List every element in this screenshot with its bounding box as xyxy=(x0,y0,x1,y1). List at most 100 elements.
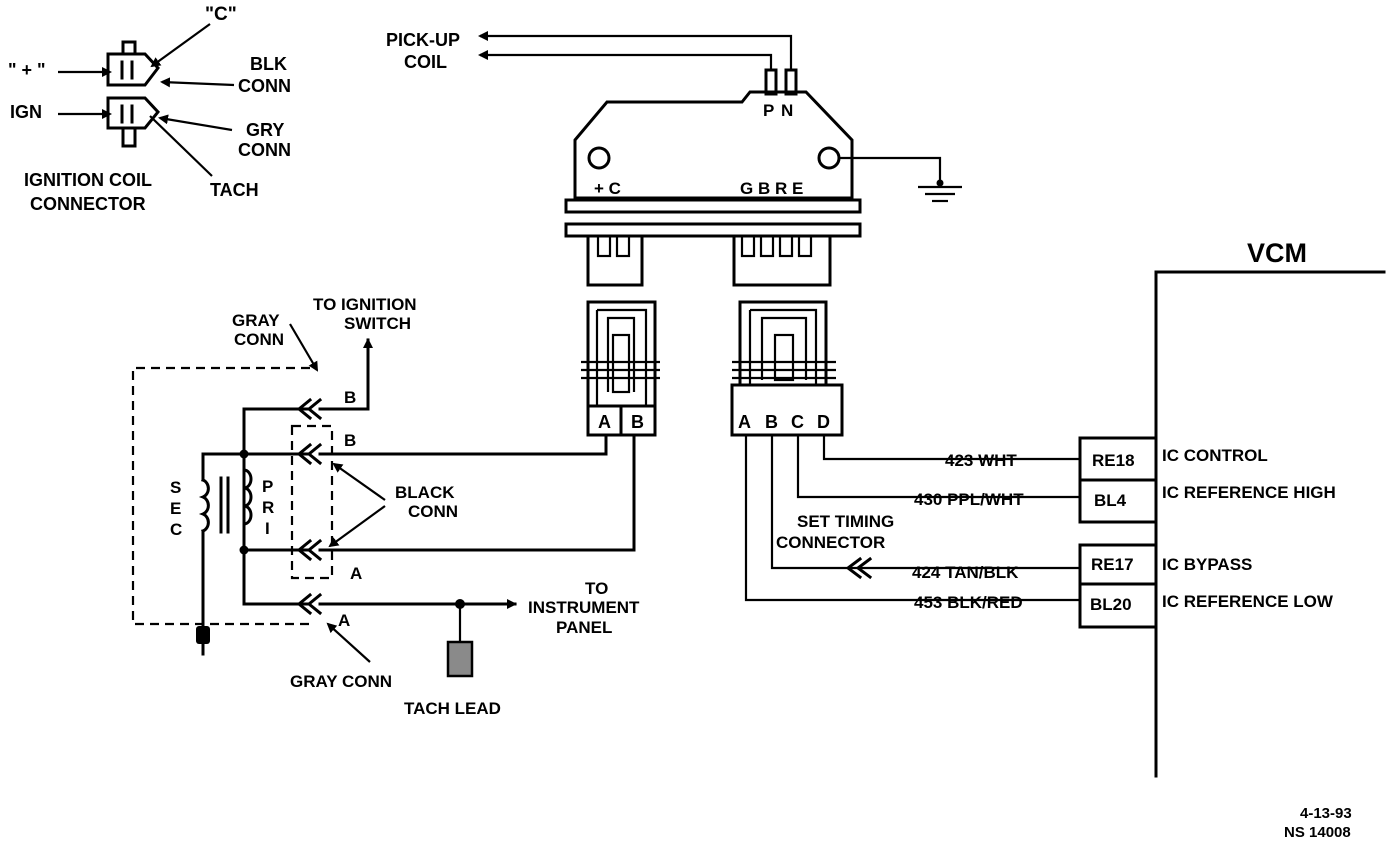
gry-conn-arrow xyxy=(158,114,233,132)
black-conn-arrow-b xyxy=(332,462,386,501)
wire-424 xyxy=(770,435,1080,570)
pri-label-p: P xyxy=(262,477,273,496)
black-conn-chevron-a xyxy=(296,538,323,562)
right-socket xyxy=(732,234,832,287)
to-instrument-panel-label-1: TO xyxy=(585,579,608,598)
vcm-title: VCM xyxy=(1247,238,1307,268)
gray-conn-top-label-2: CONN xyxy=(234,330,284,349)
gray-conn-chevron-b xyxy=(296,397,323,421)
pickup-coil-label-2: COIL xyxy=(404,52,447,72)
coil-connector-body xyxy=(106,40,160,148)
c-terminal-label: "C" xyxy=(205,4,237,25)
pin-c4-label: C xyxy=(791,412,804,432)
black-conn-outline xyxy=(290,424,334,580)
blk-conn-arrow xyxy=(160,77,235,88)
blk-conn-label-1: BLK xyxy=(250,54,287,74)
footer-code: NS 14008 xyxy=(1284,824,1351,841)
wire-424-label: 424 TAN/BLK xyxy=(912,563,1019,582)
sec-label-e: E xyxy=(170,499,181,518)
to-ignition-switch-label-1: TO IGNITION xyxy=(313,295,417,314)
ignition-module: + C G B R E P N PICK-UP COIL xyxy=(386,30,962,287)
ground-wire xyxy=(839,156,942,183)
pri-label-r: R xyxy=(262,498,274,517)
ic-bypass-label: IC BYPASS xyxy=(1162,555,1252,574)
pin-bl4-label: BL4 xyxy=(1094,491,1127,510)
terminal-n-label: N xyxy=(781,101,793,120)
wire-423 xyxy=(822,435,1080,461)
pin-re17-label: RE17 xyxy=(1091,555,1134,574)
gray-conn-chevron-a xyxy=(296,592,323,616)
black-conn-chevron-b xyxy=(296,442,323,466)
ignition-coil-connector: "C" " + " BLK CONN IGN GRY CONN TACH IGN… xyxy=(8,4,291,214)
harness-connector-4pin: A B C D xyxy=(730,300,844,437)
blk-conn-label-2: CONN xyxy=(238,76,291,96)
set-timing-label-1: SET TIMING xyxy=(797,512,894,531)
ic-reference-low-label: IC REFERENCE LOW xyxy=(1162,592,1334,611)
gry-conn-label-1: GRY xyxy=(246,120,284,140)
gray-conn-bottom-arrow xyxy=(326,622,371,663)
vcm-section: VCM 423 WHT RE18 IC CONTROL 430 PPL/WHT … xyxy=(744,238,1386,778)
harness-connector-2pin: A B xyxy=(581,300,660,437)
wire-423-label: 423 WHT xyxy=(945,451,1017,470)
wire-430 xyxy=(796,435,1080,499)
gray-conn-bottom-label: GRAY CONN xyxy=(290,672,392,691)
black-conn-label-2: CONN xyxy=(408,502,458,521)
to-instrument-panel-label-3: PANEL xyxy=(556,618,612,637)
pin-b4-label: B xyxy=(765,412,778,432)
black-conn-label-1: BLACK xyxy=(395,483,455,502)
black-a-wire xyxy=(318,433,636,552)
black-b-wire xyxy=(318,433,608,456)
wire-430-label: 430 PPL/WHT xyxy=(914,490,1024,509)
secondary-winding xyxy=(198,478,210,533)
black-conn-arrow-a xyxy=(328,505,386,548)
a-black-label: A xyxy=(350,564,362,583)
pickup-coil-label-1: PICK-UP xyxy=(386,30,460,50)
module-right-terminals: G B R E xyxy=(740,179,803,198)
sec-label-c: C xyxy=(170,520,182,539)
module-mount-right xyxy=(817,146,841,170)
c-arrow xyxy=(150,23,211,68)
tach-lead-terminal xyxy=(446,640,474,678)
footer-date: 4-13-93 xyxy=(1300,805,1352,822)
gray-conn-top-label-1: GRAY xyxy=(232,311,280,330)
set-timing-label-2: CONNECTOR xyxy=(776,533,885,552)
module-mount-left xyxy=(587,146,611,170)
pin-a4-label: A xyxy=(738,412,751,432)
coil-bus xyxy=(242,407,310,606)
left-socket xyxy=(586,234,644,287)
gray-conn-top-arrow xyxy=(289,323,319,372)
a-gray-label: A xyxy=(338,611,350,630)
pickup-wire-n xyxy=(478,31,793,70)
pin-d4-label: D xyxy=(817,412,830,432)
pin-re18-label: RE18 xyxy=(1092,451,1135,470)
vcm-pin-block-lower xyxy=(1078,543,1158,629)
wire-453-label: 453 BLK/RED xyxy=(914,593,1023,612)
ignition-coil-circuit: S E C P R I GRAY CONN TO IGNITION SWITCH xyxy=(131,295,640,718)
ground-icon xyxy=(918,179,962,203)
gray-conn-outline xyxy=(131,366,310,626)
pin-bl20-label: BL20 xyxy=(1090,595,1132,614)
sec-label-s: S xyxy=(170,478,181,497)
pickup-wire-p xyxy=(478,50,773,70)
ic-control-label: IC CONTROL xyxy=(1162,446,1268,465)
ignition-switch-wire xyxy=(318,338,373,411)
tach-label: TACH xyxy=(210,180,259,200)
pin-b-label: B xyxy=(631,412,644,432)
vcm-outline xyxy=(1154,270,1386,778)
wire-453 xyxy=(744,435,1080,602)
ign-label: IGN xyxy=(10,102,42,122)
module-left-terminals: + C xyxy=(594,179,621,198)
module-plate-2 xyxy=(564,222,862,238)
gry-conn-label-2: CONN xyxy=(238,140,291,160)
terminal-p xyxy=(764,68,778,96)
terminal-p-label: P xyxy=(763,101,774,120)
pri-label-i: I xyxy=(265,519,270,538)
terminal-n xyxy=(784,68,798,96)
coil-connector-title-1: IGNITION COIL xyxy=(24,170,152,190)
module-body xyxy=(573,90,854,200)
module-plate-1 xyxy=(564,198,862,214)
tach-lead-label: TACH LEAD xyxy=(404,699,501,718)
b-lower-label: B xyxy=(344,431,356,450)
coil-tower-terminal xyxy=(196,626,210,644)
